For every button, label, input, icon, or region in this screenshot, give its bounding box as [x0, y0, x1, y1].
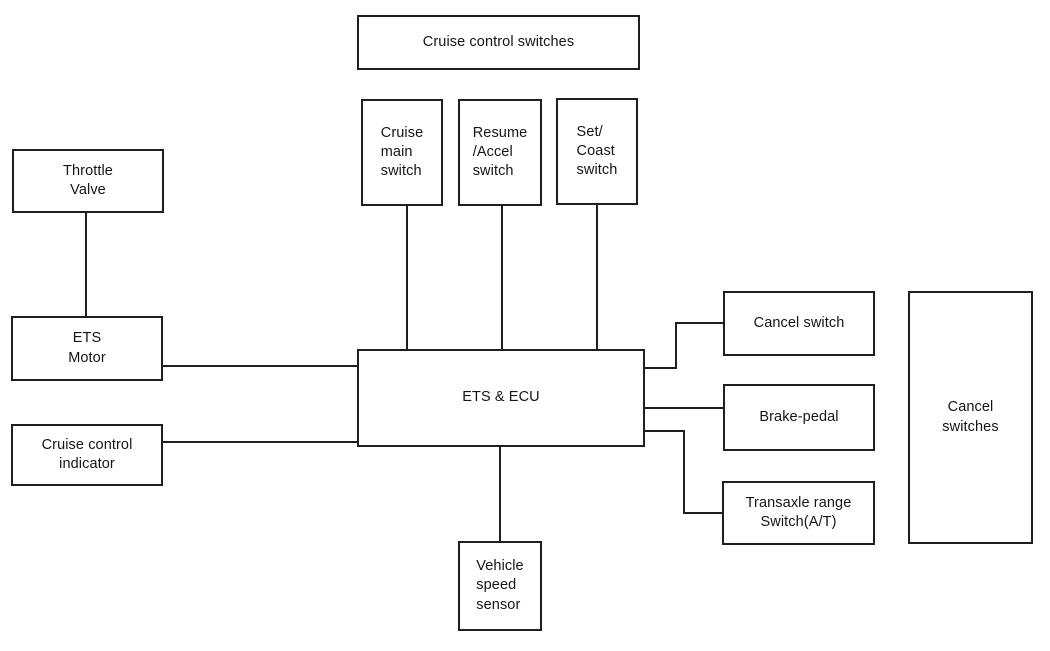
- cancel-switches-label: Cancel switches: [942, 399, 999, 435]
- throttle-valve-label: Throttle Valve: [63, 162, 113, 198]
- connector-ets-motor-to-ets-ecu: [161, 365, 359, 367]
- cruise-control-switches-label: Cruise control switches: [422, 33, 575, 50]
- ets-ecu-box: ETS & ECU: [357, 349, 645, 447]
- cruise-main-switch-box: Cruise main switch: [361, 99, 443, 206]
- vehicle-speed-sensor-label: Vehicle speed sensor: [476, 558, 524, 613]
- vehicle-speed-sensor-box: Vehicle speed sensor: [458, 541, 542, 631]
- connector-ets-ecu-to-vehicle-speed-sensor: [499, 446, 501, 542]
- transaxle-range-switch-label: Transaxle range Switch(A/T): [745, 494, 852, 530]
- cruise-control-indicator-label: Cruise control indicator: [41, 436, 133, 472]
- cruise-control-switches-box: Cruise control switches: [357, 15, 640, 70]
- ets-motor-box: ETS Motor: [11, 316, 163, 381]
- ets-ecu-label: ETS & ECU: [462, 389, 540, 406]
- connector-resume-accel-switch-to-ets-ecu: [501, 204, 503, 350]
- connector-cruise-control-indicator-to-ets-ecu: [161, 441, 359, 443]
- cruise-control-indicator-box: Cruise control indicator: [11, 424, 163, 486]
- brake-pedal-box: Brake-pedal: [723, 384, 875, 451]
- connector-ets-ecu-to-transaxle-range-switch: [683, 512, 723, 514]
- connector-throttle-valve-to-ets-motor: [85, 211, 87, 318]
- connector-ets-ecu-to-cancel-switch: [675, 322, 677, 369]
- resume-accel-switch-box: Resume /Accel switch: [458, 99, 542, 206]
- connector-set-coast-switch-to-ets-ecu: [596, 203, 598, 350]
- connector-ets-ecu-to-transaxle-range-switch: [683, 430, 685, 514]
- cancel-switch-label: Cancel switch: [753, 314, 845, 331]
- cancel-switch-box: Cancel switch: [723, 291, 875, 356]
- throttle-valve-box: Throttle Valve: [12, 149, 164, 213]
- connector-ets-ecu-to-cancel-switch: [644, 367, 677, 369]
- connector-cruise-main-switch-to-ets-ecu: [406, 204, 408, 350]
- set-coast-switch-box: Set/ Coast switch: [556, 98, 638, 205]
- set-coast-switch-label: Set/ Coast switch: [576, 123, 618, 179]
- ets-motor-label: ETS Motor: [68, 330, 106, 366]
- connector-ets-ecu-to-cancel-switch: [675, 322, 724, 324]
- cancel-switches-box: Cancel switches: [908, 291, 1033, 544]
- resume-accel-switch-label: Resume /Accel switch: [472, 124, 528, 180]
- transaxle-range-switch-box: Transaxle range Switch(A/T): [722, 481, 875, 545]
- brake-pedal-label: Brake-pedal: [759, 408, 839, 425]
- connector-ets-ecu-to-transaxle-range-switch: [644, 430, 685, 432]
- cruise-main-switch-label: Cruise main switch: [380, 124, 424, 180]
- connector-ets-ecu-to-brake-pedal: [644, 407, 724, 409]
